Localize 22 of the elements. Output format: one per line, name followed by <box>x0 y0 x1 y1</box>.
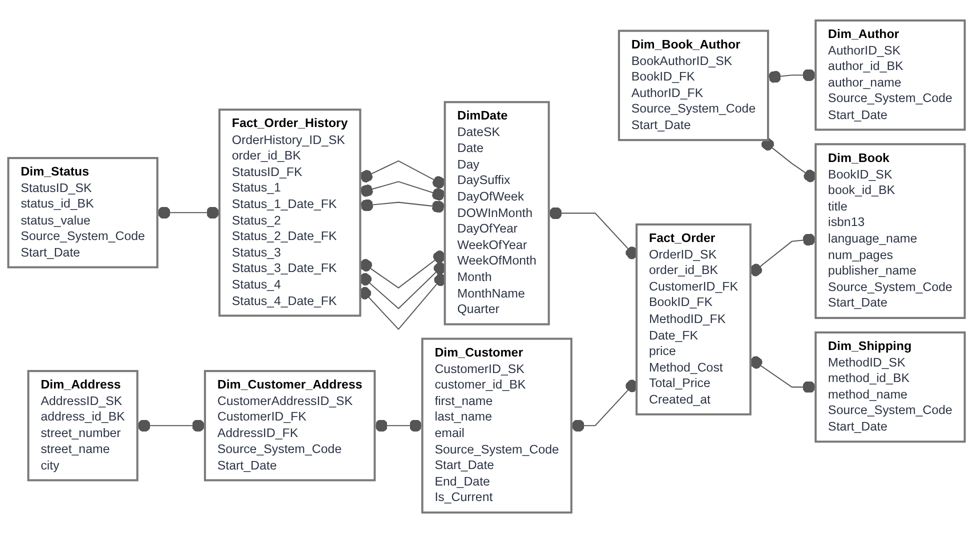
node-box: Dim_Address AddressID_SK address_id_BK street_number street_name city <box>27 370 138 482</box>
node-box: Dim_Status StatusID_SK status_id_BK status_value Source_System_Code Start_Date <box>7 157 158 268</box>
connector <box>374 419 422 432</box>
node-box: Dim_Shipping MethodID_SK method_id_BK method_name Source_System_Code Start_Date <box>814 331 966 443</box>
connector <box>360 181 445 201</box>
connector <box>761 138 816 182</box>
node-box: Dim_Customer_Address CustomerAddressID_SK CustomerID_FK AddressID_FK Source_System_Code Start_Date <box>204 370 376 482</box>
connector <box>360 160 446 189</box>
node-box: Dim_Author AuthorID_SK author_id_BK author_name Source_System_Code Start_Date <box>814 19 966 131</box>
node-box: Dim_Customer CustomerID_SK customer_id_BK first_name last_name email Source_System_Code Start_Date End_Date Is_Current <box>421 338 572 514</box>
connector <box>360 250 446 288</box>
node-box: Dim_Book_Author BookAuthorID_SK BookID_FK AuthorID_FK Source_System_Code Start_Date <box>618 30 770 142</box>
node-box: DimDate DateSK Date Day DaySuffix DayOfWeek DOWInMonth DayOfYear WeekOfYear WeekOfMonth Month MonthName Quarter <box>444 101 550 326</box>
connector <box>157 206 220 219</box>
connector <box>360 199 445 213</box>
node-box: Fact_Order_History OrderHistory_ID_SK order_id_BK StatusID_FK Status_1 Status_1_Date_FK Status_2 Status_2_Date_FK Status_3 Status_3_Date_FK Status_4 Status_4_Date_FK <box>218 108 362 317</box>
node-box: Dim_Book BookID_SK book_id_BK title isbn13 language_name num_pages publisher_name Source_System_Code Start_Date <box>814 143 966 319</box>
connector <box>768 68 816 84</box>
connector <box>137 419 205 432</box>
connector <box>750 356 816 394</box>
connector <box>750 233 816 276</box>
node-box: Fact_Order OrderID_SK order_id_BK CustomerID_FK BookID_FK MethodID_FK Date_FK price Method_Cost Total_Price Created_at <box>636 223 752 416</box>
